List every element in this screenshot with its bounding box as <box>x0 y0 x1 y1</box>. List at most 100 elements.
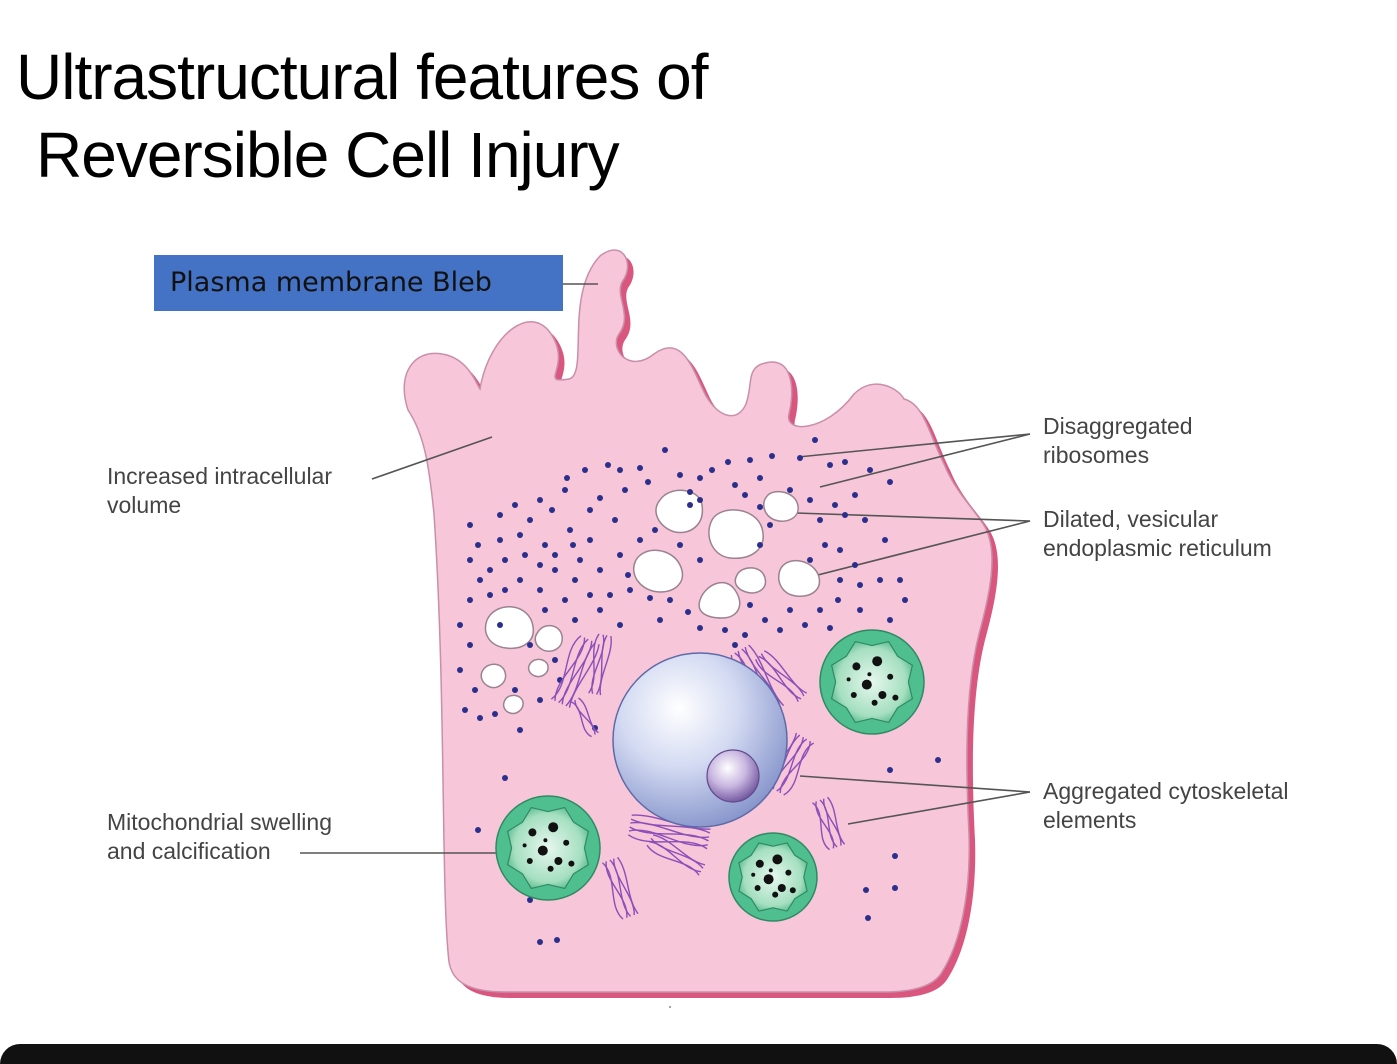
calcification-deposit <box>867 672 872 677</box>
calcification-deposit <box>846 677 851 682</box>
calcification-deposit <box>852 662 861 671</box>
ribosome-dot <box>587 537 593 543</box>
ribosome-dot <box>502 775 508 781</box>
calcification-deposit <box>751 872 756 877</box>
mitochondria <box>495 629 925 922</box>
ribosome-dot <box>517 727 523 733</box>
calcification-deposit <box>537 845 548 856</box>
leader-ribosome-2 <box>819 433 1031 488</box>
ribosome-dot <box>887 617 893 623</box>
ribosome-dot <box>554 937 560 943</box>
ribosome-dot <box>732 482 738 488</box>
cytoskeletal-filament <box>571 701 592 738</box>
cytoskeletal-filament <box>630 818 711 834</box>
er-vesicle <box>655 489 704 534</box>
ribosome-dot <box>512 502 518 508</box>
cytoskeletal-filament <box>783 742 815 796</box>
title-line-2: Reversible Cell Injury <box>36 119 620 191</box>
ribosome-dot <box>887 479 893 485</box>
cytoskeletal-filament <box>565 642 596 707</box>
ribosome-dot <box>822 542 828 548</box>
cytoskeletal-filament <box>616 856 639 915</box>
ribosome-dot <box>542 542 548 548</box>
ribosome-dot <box>657 617 663 623</box>
label-line: Disaggregated <box>1043 413 1193 439</box>
label-line: Aggregated cytoskeletal <box>1043 778 1289 804</box>
ribosome-dot <box>512 687 518 693</box>
ribosome-dot <box>542 607 548 613</box>
ribosome-dot <box>902 597 908 603</box>
ribosome-dot <box>627 587 633 593</box>
ribosome-dot <box>467 597 473 603</box>
ribosome-dot <box>732 642 738 648</box>
ribosome-dot <box>597 607 603 613</box>
ribosome-dot <box>777 627 783 633</box>
leader-ribosome-1 <box>797 433 1031 458</box>
label-line: ribosomes <box>1043 442 1150 468</box>
mitochondrion <box>819 629 925 735</box>
ribosome-dot <box>527 897 533 903</box>
er-vesicle <box>698 581 741 619</box>
ribosome-dot <box>725 459 731 465</box>
ribosome-dot <box>522 552 528 558</box>
label-disaggregated-ribosomes: Disaggregated ribosomes <box>1043 412 1193 470</box>
cytoskeletal-filament <box>826 796 846 845</box>
ribosome-dot <box>562 487 568 493</box>
ribosome-dot <box>827 625 833 631</box>
leader-lines <box>300 283 1031 854</box>
calcification-deposit <box>754 885 761 891</box>
label-dilated-er: Dilated, vesicular endoplasmic reticulum <box>1043 505 1272 563</box>
ribosome-dot <box>475 827 481 833</box>
calcification-deposit <box>554 857 563 865</box>
ribosome-dot <box>527 517 533 523</box>
ribosome-dot <box>552 567 558 573</box>
ribosome-dot <box>892 853 898 859</box>
ribosome-dot <box>832 502 838 508</box>
ribosome-dot <box>769 453 775 459</box>
calcification-deposit <box>528 828 537 837</box>
ribosome-dot <box>797 455 803 461</box>
cytoskeletal-filament <box>763 650 807 694</box>
ribosome-dot <box>812 437 818 443</box>
ribosome-dot <box>637 537 643 543</box>
ribosome-dot <box>709 467 715 473</box>
label-line: elements <box>1043 807 1137 833</box>
ribosome-dot <box>537 939 543 945</box>
ribosome-dot <box>612 517 618 523</box>
ribosome-dot <box>487 592 493 598</box>
ribosome-dot <box>697 557 703 563</box>
ribosome-dot <box>597 495 603 501</box>
ribosome-dot <box>865 915 871 921</box>
ribosomes <box>457 437 941 945</box>
calcification-deposit <box>547 865 554 872</box>
ribosome-dot <box>477 577 483 583</box>
ribosome-dot <box>549 507 555 513</box>
calcification-deposit <box>772 854 783 865</box>
ribosome-dot <box>577 557 583 563</box>
ribosome-dot <box>835 597 841 603</box>
stray-dot <box>669 1006 671 1008</box>
er-vesicle <box>484 606 535 650</box>
ribosome-dot <box>697 497 703 503</box>
mitochondrion-cristae <box>831 641 913 723</box>
cytoskeletal-elements <box>550 633 846 920</box>
er-vesicles <box>480 489 821 715</box>
ribosome-dot <box>617 622 623 628</box>
ribosome-dot <box>787 607 793 613</box>
ribosome-dot <box>622 487 628 493</box>
ribosome-dot <box>687 502 693 508</box>
ribosome-dot <box>677 542 683 548</box>
calcification-deposit <box>861 679 872 690</box>
ribosome-dot <box>857 607 863 613</box>
ribosome-dot <box>617 552 623 558</box>
calcification-deposit <box>522 843 527 848</box>
ribosome-dot <box>497 537 503 543</box>
ribosome-dot <box>572 617 578 623</box>
calcification-deposit <box>785 869 792 876</box>
leader-cyto-2 <box>847 791 1031 825</box>
calcification-deposit <box>872 656 883 667</box>
cytoskeletal-filament <box>588 633 600 694</box>
ribosome-dot <box>842 459 848 465</box>
ribosome-dot <box>467 642 473 648</box>
ribosome-dot <box>757 542 763 548</box>
